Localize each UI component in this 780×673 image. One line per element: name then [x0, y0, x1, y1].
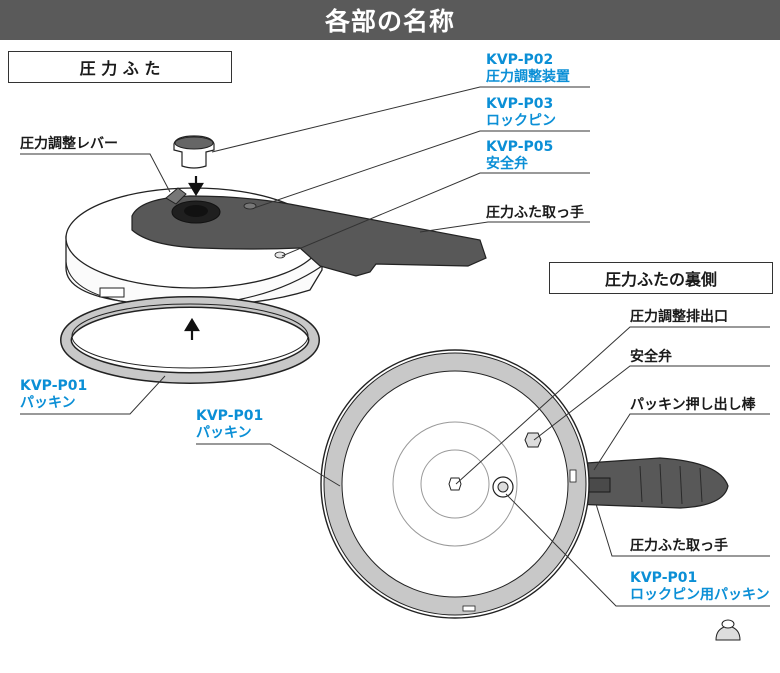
leader-p02: [211, 86, 590, 153]
label-p05-code: KVP-P05: [486, 139, 554, 155]
lid-underside-illustration: [320, 349, 729, 619]
label-lever: 圧力調整レバー: [20, 136, 118, 152]
label-p05-name: 安全弁: [486, 156, 528, 172]
section-label-underside: 圧力ふたの裏側: [549, 262, 773, 294]
title-bar: 各部の名称: [0, 0, 780, 40]
leader-exhaust: [455, 326, 770, 485]
label-p01-c-name: ロックピン用パッキン: [630, 587, 770, 603]
label-p01-a-name: パッキン: [20, 395, 76, 411]
label-p03-name: ロックピン: [486, 113, 556, 129]
leader-safety: [533, 365, 770, 441]
leader-pushrod: [593, 413, 770, 471]
leader-p03: [253, 130, 590, 209]
arrow-down: [188, 176, 204, 197]
leader-lines: [20, 86, 770, 607]
leader-handle-top: [419, 221, 590, 233]
label-p01-a-code: KVP-P01: [20, 378, 88, 394]
gasket-ring-bottom: [324, 353, 586, 615]
page-title: 各部の名称: [324, 7, 455, 36]
label-p01-a: KVP-P01 パッキン: [20, 378, 87, 412]
leader-p05: [281, 172, 590, 257]
label-safety-valve: 安全弁: [630, 349, 672, 365]
label-p01-c: KVP-P01 ロックピン用パッキン: [630, 570, 770, 604]
label-p03-code: KVP-P03: [486, 96, 554, 112]
pressure-lid-illustration: [60, 135, 487, 384]
label-p01-b-name: パッキン: [196, 425, 252, 441]
label-p02-name: 圧力調整装置: [486, 69, 570, 85]
label-p03: KVP-P03 ロックピン: [486, 96, 556, 130]
label-p02: KVP-P02 圧力調整装置: [486, 52, 570, 86]
label-handle-bottom: 圧力ふた取っ手: [630, 538, 728, 554]
label-p01-c-code: KVP-P01: [630, 570, 698, 586]
label-p01-b: KVP-P01 パッキン: [196, 408, 263, 442]
leader-lever: [20, 153, 171, 193]
label-p05: KVP-P05 安全弁: [486, 139, 553, 173]
lid-handle-bottom: [571, 457, 729, 509]
label-exhaust: 圧力調整排出口: [630, 309, 728, 325]
leader-handle-bottom: [595, 503, 770, 557]
section-label-underside-text: 圧力ふたの裏側: [604, 270, 717, 289]
section-label-lid: 圧 力 ふ た: [8, 51, 232, 83]
arrow-up: [184, 317, 200, 340]
label-p01-b-code: KVP-P01: [196, 408, 264, 424]
label-p02-code: KVP-P02: [486, 52, 554, 68]
leader-p01-a: [20, 375, 166, 415]
section-label-lid-text: 圧 力 ふ た: [79, 59, 161, 78]
leader-p01-b: [196, 443, 341, 487]
label-push-rod: パッキン押し出し棒: [630, 397, 756, 413]
lid-handle-top: [131, 195, 487, 277]
leader-p01-c: [505, 493, 770, 607]
label-handle-top: 圧力ふた取っ手: [486, 205, 584, 221]
